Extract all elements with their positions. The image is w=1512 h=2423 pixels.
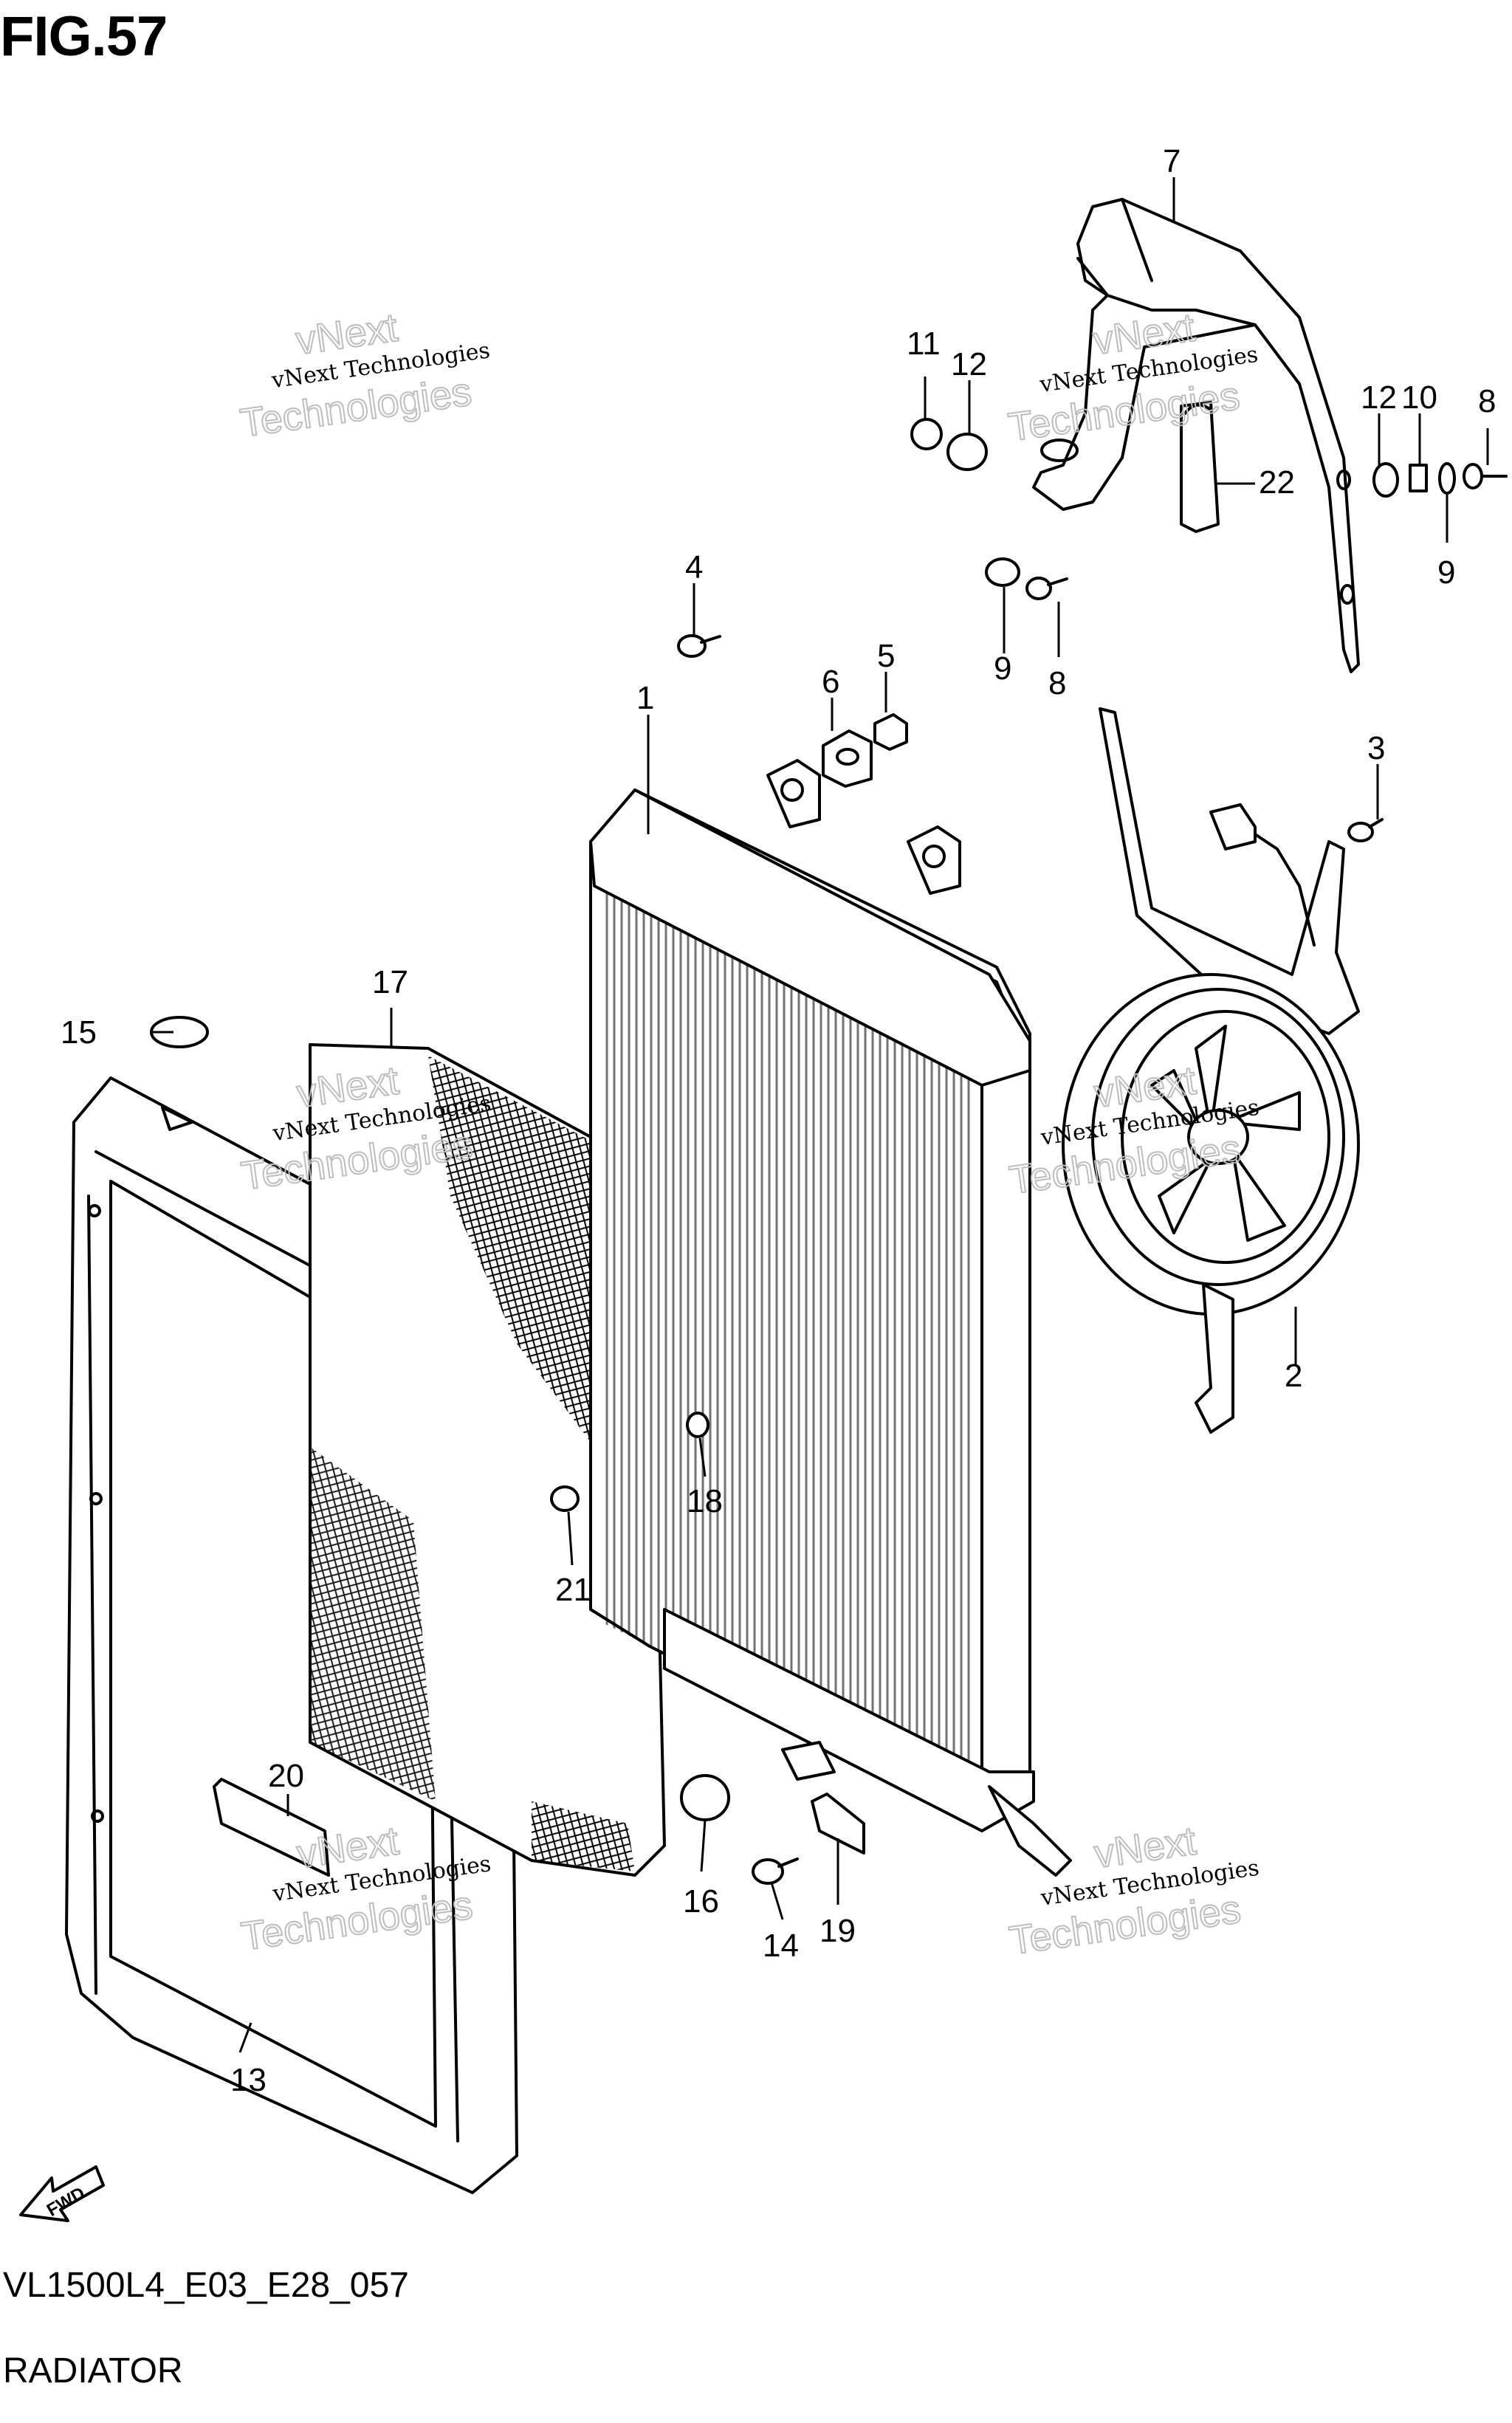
callout-21: 21: [555, 1572, 591, 1608]
collar-11: [910, 418, 943, 450]
grommet-12a: [946, 433, 988, 471]
callout-20: 20: [268, 1758, 304, 1794]
callout-14: 14: [763, 1928, 799, 1964]
bolt-8a: [1025, 577, 1068, 600]
clip-18: [686, 1412, 709, 1438]
callout-1: 1: [636, 680, 654, 716]
forward-direction-arrow: FWD: [19, 2165, 105, 2222]
callout-2: 2: [1285, 1358, 1302, 1394]
figure-title: FIG.57: [0, 5, 168, 68]
section-name: RADIATOR: [3, 2351, 183, 2391]
cushion-22: [1180, 401, 1220, 533]
callout-9b: 9: [1437, 554, 1455, 591]
callout-15: 15: [61, 1014, 97, 1051]
model-code: VL1500L4_E03_E28_057: [3, 2266, 409, 2305]
callout-3: 3: [1367, 730, 1385, 766]
collar-10: [1409, 464, 1428, 492]
cushion-16: [680, 1774, 730, 1821]
callout-4: 4: [685, 549, 703, 585]
cooling-fan: [1062, 707, 1360, 1434]
callout-17: 17: [372, 964, 408, 1000]
callout-8b: 8: [1478, 383, 1496, 419]
washer-21: [550, 1485, 580, 1512]
callout-12a: 12: [951, 346, 987, 382]
watermark-mid-right: vNext Technologies vNext Technologies: [1006, 1057, 1261, 1203]
callout-18: 18: [687, 1483, 723, 1519]
bolt-8b: [1463, 463, 1508, 489]
bracket-19: [811, 1793, 865, 1855]
rubber-cushion-6: [822, 729, 873, 788]
callout-7: 7: [1163, 143, 1181, 179]
grommet-12b: [1372, 462, 1399, 498]
leader-lines: [151, 177, 1489, 2053]
radiator-mesh-screen: [309, 1043, 666, 1877]
callout-9a: 9: [994, 650, 1011, 687]
collar-5: [873, 713, 908, 751]
screw-3: [1347, 818, 1384, 842]
callout-11: 11: [907, 326, 941, 362]
callout-13: 13: [230, 2062, 267, 2098]
callout-10: 10: [1401, 379, 1437, 416]
radiator-core: [589, 759, 1072, 1877]
callout-labels: 1 2 3 4 5 6 7 8 8 9 9 10 11 12 12 13 14 …: [61, 143, 1496, 2098]
watermark-top-left: vNext Technologies vNext Technologies: [237, 304, 492, 446]
label-plate: [213, 1778, 330, 1877]
radiator-guard: [1032, 198, 1360, 673]
washer-9b: [1438, 462, 1456, 495]
callout-6: 6: [822, 664, 839, 700]
callout-12b: 12: [1361, 379, 1397, 416]
fan-connector: [1209, 803, 1316, 946]
callout-16: 16: [683, 1883, 719, 1920]
bolt-14: [752, 1857, 799, 1885]
callout-22: 22: [1259, 464, 1295, 501]
callout-19: 19: [819, 1913, 856, 1949]
callout-5: 5: [877, 638, 895, 674]
callout-8a: 8: [1048, 665, 1066, 701]
washer-9a: [985, 557, 1020, 587]
bolt-4: [677, 634, 721, 658]
